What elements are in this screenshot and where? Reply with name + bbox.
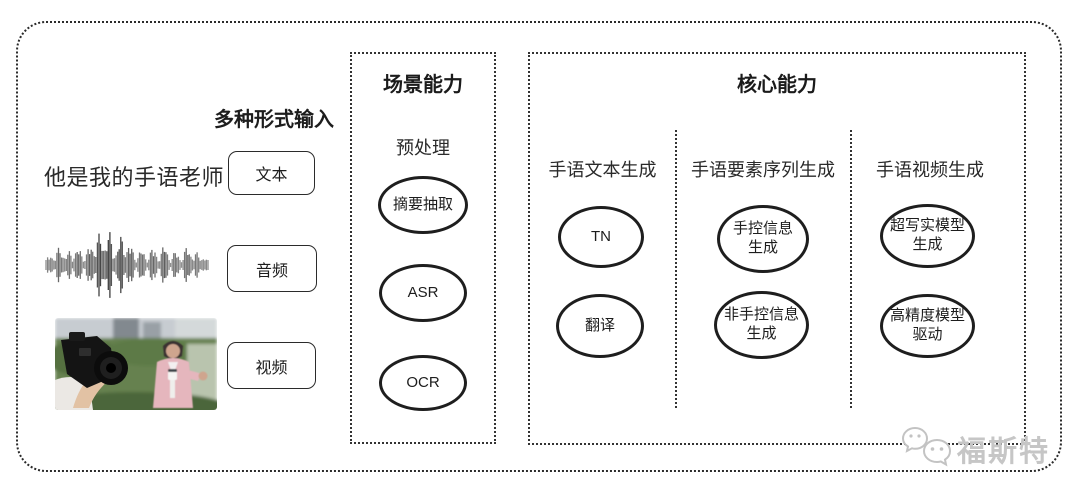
input-section-header: 多种形式输入 xyxy=(214,109,334,131)
input-type-label: 视频 xyxy=(255,359,288,377)
input-type-box-text: 文本 xyxy=(228,151,315,195)
core-capability-title: 核心能力 xyxy=(737,74,817,96)
input-type-label: 音频 xyxy=(255,262,288,280)
asr-node: ASR xyxy=(379,264,467,322)
input-type-label: 文本 xyxy=(255,167,288,184)
watermark: 福斯特 xyxy=(885,420,1065,475)
high-precision-model-driving-node: 高精度模型 驱动 xyxy=(880,294,975,358)
scene-capability-box: 场景能力 预处理 摘要抽取 ASR OCR xyxy=(350,52,496,444)
audio-waveform xyxy=(45,232,209,298)
video-thumbnail xyxy=(55,318,217,410)
column-header-sign-video-generation: 手语视频生成 xyxy=(876,160,984,180)
preprocessing-label: 预处理 xyxy=(396,138,450,158)
summary-extraction-node: 摘要抽取 xyxy=(378,176,468,234)
non-manual-info-generation-node: 非手控信息 生成 xyxy=(714,291,809,359)
column-header-sign-element-sequence-generation: 手语要素序列生成 xyxy=(691,160,835,180)
photo-reporter xyxy=(153,341,208,408)
core-capability-box: 核心能力 手语文本生成 手语要素序列生成 手语视频生成 TN 翻译 手控信息 生… xyxy=(528,52,1026,445)
input-type-box-audio: 音频 xyxy=(227,245,317,292)
sample-sentence-text: 他是我的手语老师 xyxy=(44,165,225,190)
outer-dotted-frame xyxy=(16,21,1062,472)
hyperrealistic-model-generation-node: 超写实模型 生成 xyxy=(880,204,975,268)
column-header-sign-text-generation: 手语文本生成 xyxy=(548,160,657,180)
watermark-text: 福斯特 xyxy=(957,436,1051,468)
column-divider xyxy=(675,130,677,408)
input-type-box-video: 视频 xyxy=(227,342,316,389)
scene-capability-title: 场景能力 xyxy=(383,74,463,96)
translation-node: 翻译 xyxy=(556,294,644,358)
wechat-bubbles-icon xyxy=(901,426,952,467)
column-divider xyxy=(850,130,852,408)
manual-info-generation-node: 手控信息 生成 xyxy=(717,205,809,273)
photo-camera xyxy=(55,332,128,410)
ocr-node: OCR xyxy=(379,355,467,411)
tn-node: TN xyxy=(558,206,644,268)
